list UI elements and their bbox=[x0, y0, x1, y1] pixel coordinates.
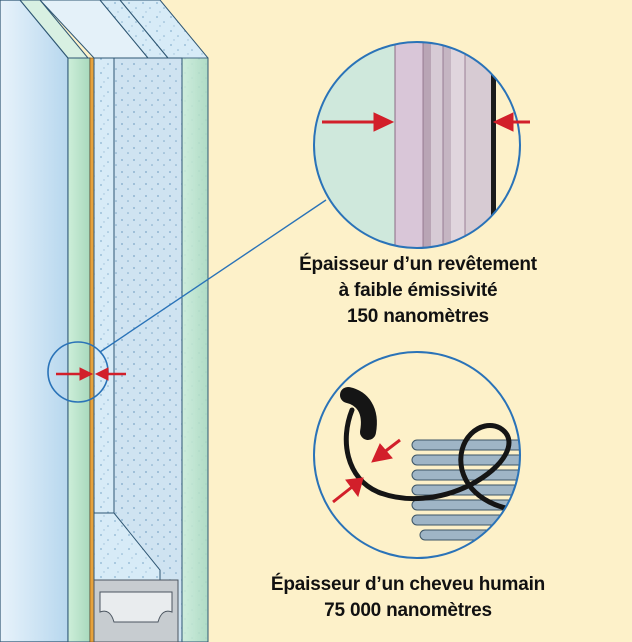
glazing-unit bbox=[0, 0, 209, 642]
hair-caption-line-2: 75 000 nanomètres bbox=[324, 600, 492, 621]
low-e-coating bbox=[89, 57, 95, 642]
hair-caption-line-1: Épaisseur d’un cheveu humain bbox=[270, 574, 546, 595]
hair-closeup bbox=[314, 352, 520, 558]
hair-strand-thick bbox=[340, 387, 377, 440]
magnifier-circle-bottom bbox=[313, 351, 521, 559]
outer-glass-face bbox=[0, 0, 69, 642]
hair-caption: Épaisseur d’un cheveu humain 75 000 nano… bbox=[238, 572, 578, 624]
magnifier-circle-top bbox=[313, 41, 521, 249]
hair-strand bbox=[343, 407, 520, 513]
coating-caption: Épaisseur d’un revêtement à faible émiss… bbox=[268, 252, 568, 330]
coating-caption-line-1: Épaisseur d’un revêtement bbox=[299, 254, 537, 275]
small-measure-arrows bbox=[56, 367, 126, 381]
hair-measure-arrows bbox=[332, 438, 401, 504]
outer-glass-edge bbox=[67, 57, 91, 642]
coating-measure-arrows bbox=[322, 112, 530, 132]
spacer-profile bbox=[99, 591, 173, 623]
inner-glass-edge bbox=[181, 57, 209, 642]
air-gap bbox=[93, 57, 115, 514]
coating-caption-line-3: 150 nanomètres bbox=[347, 306, 489, 327]
callout-line bbox=[99, 199, 327, 353]
coating-caption-line-2: à faible émissivité bbox=[338, 280, 498, 301]
